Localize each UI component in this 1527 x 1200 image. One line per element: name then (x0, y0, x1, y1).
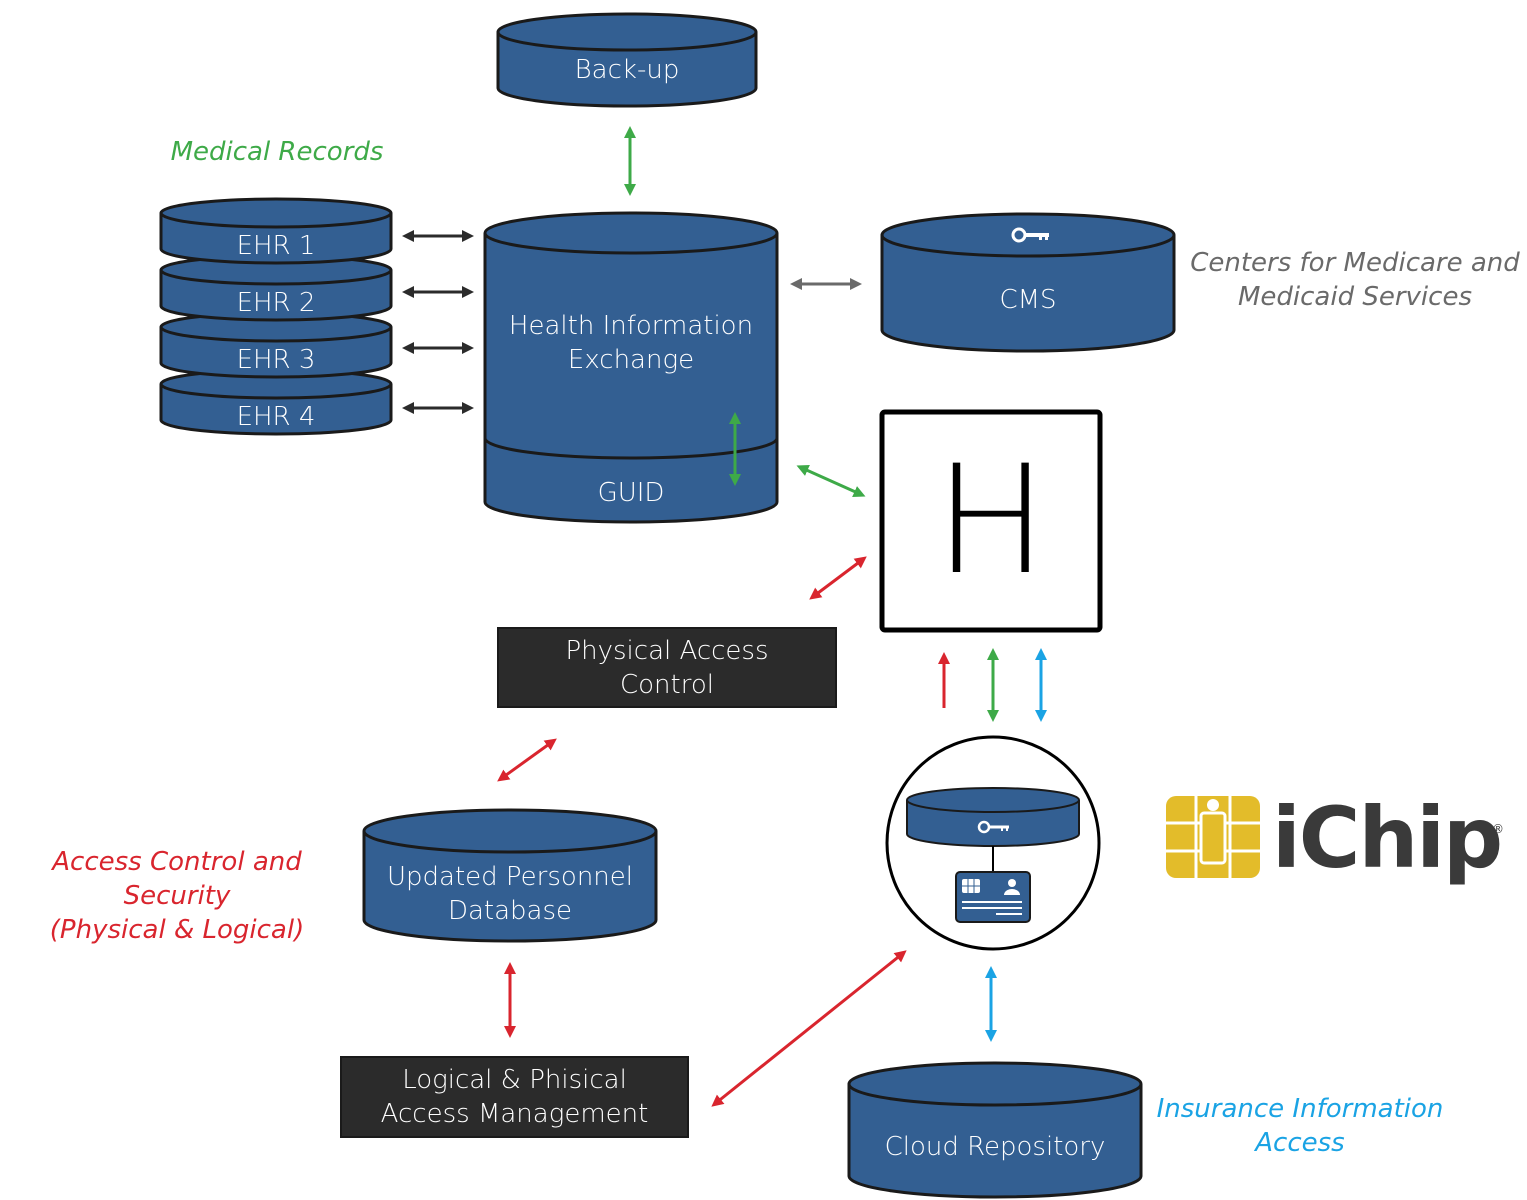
personnel-db-label: Updated Personnel Database (387, 862, 633, 926)
cms-label: CMS (999, 285, 1057, 315)
lpam-label: Logical & Phisical Access Management (380, 1065, 649, 1129)
ehr-4-label: EHR 4 (236, 402, 316, 432)
registered-mark: ® (1492, 822, 1504, 836)
physical-access-control-box (497, 627, 837, 708)
arrow-guid-hospital (796, 464, 866, 498)
hospital-letter: H (934, 434, 1048, 608)
ehr-2-database (159, 254, 393, 322)
ehr-3-database (159, 311, 393, 379)
cms-caption: Centers for Medicare and Medicaid Servic… (1190, 248, 1520, 312)
arrow-pac-personnel (497, 738, 557, 782)
ehr-1-database (159, 197, 393, 265)
hospital-icon (879, 409, 1103, 633)
backup-label: Back-up (574, 55, 680, 85)
access-control-caption: Access Control and Security (Physical & … (49, 847, 305, 945)
key-icon (977, 820, 1009, 834)
key-icon (1011, 227, 1049, 243)
chip-logo-icon (1166, 796, 1260, 878)
access-management-box (340, 1056, 689, 1138)
ehr-4-database (159, 368, 393, 436)
cloud-repository-database (847, 1061, 1143, 1199)
physical-access-label: Physical Access Control (565, 636, 769, 700)
id-card-icon (955, 871, 1031, 923)
insurance-caption: Insurance Information Access (1156, 1094, 1444, 1158)
arrow-pac-hospital (809, 556, 867, 600)
guid-label: GUID (597, 478, 665, 508)
ehr-3-label: EHR 3 (236, 345, 316, 375)
medical-records-caption: Medical Records (170, 137, 384, 167)
ehr-2-label: EHR 2 (236, 288, 316, 318)
arrow-lpam-ichip (711, 950, 907, 1107)
cloud-label: Cloud Repository (884, 1132, 1106, 1162)
personnel-database (362, 808, 658, 943)
backup-database (496, 12, 758, 108)
hie-label: Health Information Exchange (508, 311, 754, 375)
hie-database (483, 211, 779, 524)
ichip-logo-text: iChip (1272, 789, 1503, 887)
ichip-database (906, 787, 1080, 847)
ehr-1-label: EHR 1 (236, 231, 316, 261)
